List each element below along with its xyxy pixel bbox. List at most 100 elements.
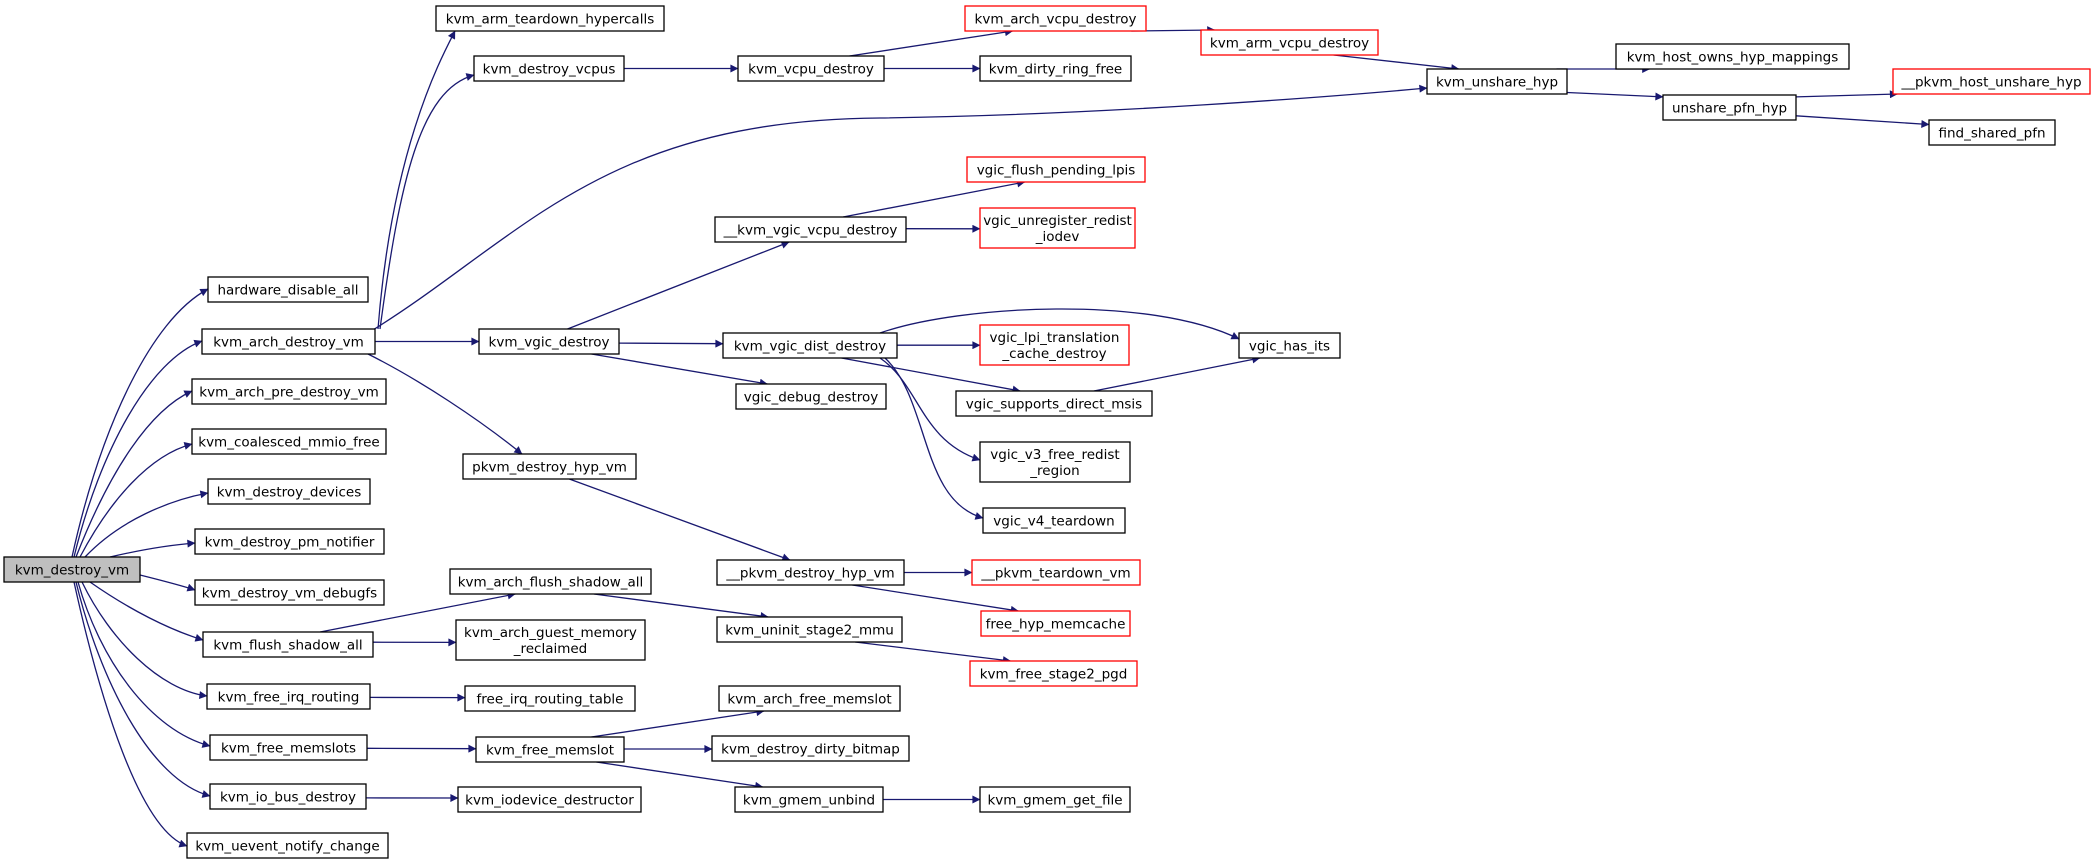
- node-box[interactable]: [964, 5, 1147, 32]
- node-free-hyp-memcache[interactable]: free_hyp_memcache: [980, 610, 1131, 637]
- node-kvm-destroy-vcpus[interactable]: kvm_destroy_vcpus: [473, 55, 625, 82]
- node-box[interactable]: [735, 383, 887, 410]
- node-kvm-arch-free-memslot[interactable]: kvm_arch_free_memslot: [718, 685, 901, 712]
- node-kvm-arch-pre-destroy-vm[interactable]: kvm_arch_pre_destroy_vm: [191, 378, 387, 405]
- node-box[interactable]: [478, 328, 620, 355]
- node-box[interactable]: [722, 332, 898, 359]
- node-pkvm-teardown-vm[interactable]: __pkvm_teardown_vm: [971, 559, 1141, 586]
- node-box[interactable]: [716, 559, 905, 586]
- node-vgic-v4-teardown[interactable]: vgic_v4_teardown: [982, 507, 1126, 534]
- node-vgic-debug-destroy[interactable]: vgic_debug_destroy: [735, 383, 887, 410]
- node-pkvm-destroy-hyp-vm[interactable]: pkvm_destroy_hyp_vm: [462, 453, 637, 480]
- node-box[interactable]: [711, 735, 910, 762]
- node-kvm-free-memslot[interactable]: kvm_free_memslot: [475, 736, 625, 763]
- node-box[interactable]: [449, 568, 652, 595]
- node-box[interactable]: [475, 736, 625, 763]
- node-box[interactable]: [455, 619, 646, 661]
- node-box[interactable]: [1615, 43, 1850, 70]
- node-box[interactable]: [1426, 68, 1568, 95]
- node-kvm-iodevice-destructor[interactable]: kvm_iodevice_destructor: [457, 786, 642, 813]
- node-kvm-gmem-get-file[interactable]: kvm_gmem_get_file: [979, 786, 1131, 813]
- node-kvm-arch-flush-shadow-all[interactable]: kvm_arch_flush_shadow_all: [449, 568, 652, 595]
- node-box[interactable]: [206, 683, 371, 710]
- node-box[interactable]: [209, 783, 367, 810]
- node-vgic-v3-free-redist-region[interactable]: vgic_v3_free_redist_region: [979, 441, 1131, 483]
- node-box[interactable]: [979, 441, 1131, 483]
- node-box[interactable]: [191, 428, 387, 455]
- node-kvm-arm-teardown-hypercalls[interactable]: kvm_arm_teardown_hypercalls: [435, 5, 665, 32]
- node-box[interactable]: [980, 610, 1131, 637]
- node-kvm-coalesced-mmio-free[interactable]: kvm_coalesced_mmio_free: [191, 428, 387, 455]
- node-box[interactable]: [979, 55, 1132, 82]
- node-kvm-vcpu-destroy[interactable]: kvm_vcpu_destroy: [737, 55, 885, 82]
- node-box[interactable]: [714, 216, 907, 243]
- node-box[interactable]: [3, 556, 141, 583]
- node-kvm-free-stage2-pgd[interactable]: kvm_free_stage2_pgd: [969, 660, 1138, 687]
- node-box[interactable]: [186, 832, 389, 859]
- node-kvm-unshare-hyp[interactable]: kvm_unshare_hyp: [1426, 68, 1568, 95]
- node-vgic-supports-direct-msis[interactable]: vgic_supports_direct_msis: [955, 390, 1153, 417]
- node-box[interactable]: [734, 786, 884, 813]
- node-box[interactable]: [207, 478, 371, 505]
- node-box[interactable]: [718, 685, 901, 712]
- node-hardware-disable-all[interactable]: hardware_disable_all: [207, 276, 369, 303]
- node-kvm-vgic-dist-destroy[interactable]: kvm_vgic_dist_destroy: [722, 332, 898, 359]
- node-kvm-flush-shadow-all[interactable]: kvm_flush_shadow_all: [202, 631, 374, 658]
- node-box[interactable]: [1662, 94, 1797, 121]
- node-box[interactable]: [969, 660, 1138, 687]
- node-box[interactable]: [737, 55, 885, 82]
- node-kvm-arm-vcpu-destroy[interactable]: kvm_arm_vcpu_destroy: [1200, 29, 1379, 56]
- node-box[interactable]: [979, 324, 1130, 366]
- node-kvm-arch-vcpu-destroy[interactable]: kvm_arch_vcpu_destroy: [964, 5, 1147, 32]
- node-box[interactable]: [191, 378, 387, 405]
- node-unshare-pfn-hyp[interactable]: unshare_pfn_hyp: [1662, 94, 1797, 121]
- node-box[interactable]: [194, 579, 385, 606]
- node-pkvm-host-unshare-hyp[interactable]: __pkvm_host_unshare_hyp: [1892, 68, 2091, 95]
- node-box[interactable]: [202, 631, 374, 658]
- node-box[interactable]: [464, 685, 636, 712]
- node-kvm-uninit-stage2-mmu[interactable]: kvm_uninit_stage2_mmu: [716, 616, 903, 643]
- node-box[interactable]: [971, 559, 1141, 586]
- node-box[interactable]: [435, 5, 665, 32]
- node-box[interactable]: [1892, 68, 2091, 95]
- node-vgic-unregister-redist-iodev[interactable]: vgic_unregister_redist_iodev: [979, 207, 1136, 249]
- node-box[interactable]: [955, 390, 1153, 417]
- node-free-irq-routing-table[interactable]: free_irq_routing_table: [464, 685, 636, 712]
- node-box[interactable]: [716, 616, 903, 643]
- node-kvm-free-memslots[interactable]: kvm_free_memslots: [209, 734, 368, 761]
- node-find-shared-pfn[interactable]: find_shared_pfn: [1928, 119, 2056, 146]
- node-kvm-uevent-notify-change[interactable]: kvm_uevent_notify_change: [186, 832, 389, 859]
- node-kvm-destroy-pm-notifier[interactable]: kvm_destroy_pm_notifier: [194, 528, 385, 555]
- node-kvm-destroy-devices[interactable]: kvm_destroy_devices: [207, 478, 371, 505]
- node-kvm-io-bus-destroy[interactable]: kvm_io_bus_destroy: [209, 783, 367, 810]
- node-kvm-destroy-dirty-bitmap[interactable]: kvm_destroy_dirty_bitmap: [711, 735, 910, 762]
- node-box[interactable]: [1238, 332, 1341, 359]
- node-vgic-has-its[interactable]: vgic_has_its: [1238, 332, 1341, 359]
- node-kvm-destroy-vm[interactable]: kvm_destroy_vm: [3, 556, 141, 583]
- node-pkvm-destroy-hyp-vm[interactable]: __pkvm_destroy_hyp_vm: [716, 559, 905, 586]
- node-kvm-arch-destroy-vm[interactable]: kvm_arch_destroy_vm: [201, 328, 376, 355]
- node-kvm-free-irq-routing[interactable]: kvm_free_irq_routing: [206, 683, 371, 710]
- node-kvm-arch-guest-memory-reclaimed[interactable]: kvm_arch_guest_memory_reclaimed: [455, 619, 646, 661]
- node-kvm-vgic-destroy[interactable]: kvm_vgic_destroy: [478, 328, 620, 355]
- node-box[interactable]: [1200, 29, 1379, 56]
- node-box[interactable]: [201, 328, 376, 355]
- node-vgic-lpi-translation-cache-destroy[interactable]: vgic_lpi_translation_cache_destroy: [979, 324, 1130, 366]
- node-box[interactable]: [209, 734, 368, 761]
- node-kvm-host-owns-hyp-mappings[interactable]: kvm_host_owns_hyp_mappings: [1615, 43, 1850, 70]
- node-vgic-flush-pending-lpis[interactable]: vgic_flush_pending_lpis: [966, 156, 1146, 183]
- node-kvm-dirty-ring-free[interactable]: kvm_dirty_ring_free: [979, 55, 1132, 82]
- node-kvm-vgic-vcpu-destroy[interactable]: __kvm_vgic_vcpu_destroy: [714, 216, 907, 243]
- node-box[interactable]: [982, 507, 1126, 534]
- node-box[interactable]: [473, 55, 625, 82]
- node-box[interactable]: [462, 453, 637, 480]
- node-kvm-gmem-unbind[interactable]: kvm_gmem_unbind: [734, 786, 884, 813]
- node-kvm-destroy-vm-debugfs[interactable]: kvm_destroy_vm_debugfs: [194, 579, 385, 606]
- node-box[interactable]: [1928, 119, 2056, 146]
- node-box[interactable]: [457, 786, 642, 813]
- node-box[interactable]: [207, 276, 369, 303]
- node-box[interactable]: [966, 156, 1146, 183]
- node-box[interactable]: [979, 207, 1136, 249]
- node-box[interactable]: [194, 528, 385, 555]
- node-box[interactable]: [979, 786, 1131, 813]
